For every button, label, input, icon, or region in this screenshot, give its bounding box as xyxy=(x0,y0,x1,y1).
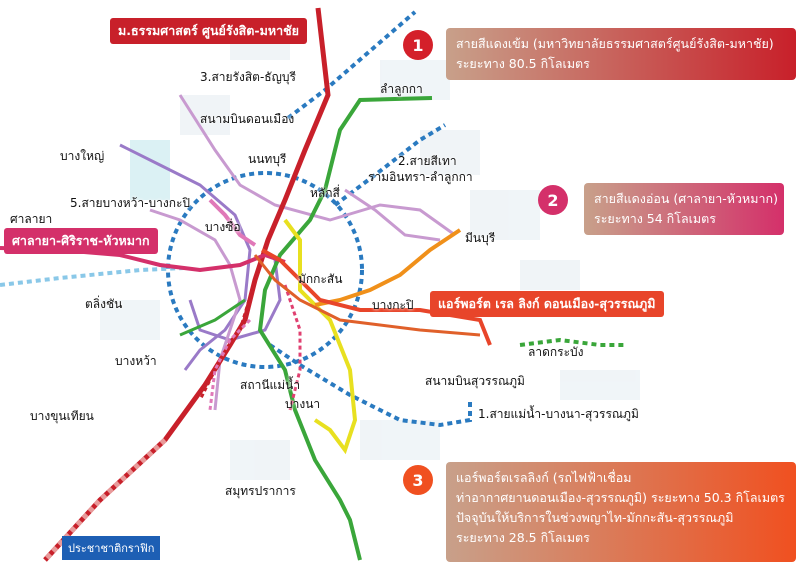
info-box-3: แอร์พอร์ตเรลลิงก์ (รถไฟฟ้าเชื่อม ท่าอากา… xyxy=(446,462,796,562)
info-3-line-3: ปัจจุบันให้บริการในช่วงพญาไท-มักกะสัน-สุ… xyxy=(456,510,734,525)
red-light-line-tag: ศาลายา-ศิริราช-หัวหมาก xyxy=(4,228,158,254)
label-maenam: สถานีแม่น้ำ xyxy=(240,378,301,392)
lilac-line xyxy=(149,208,242,411)
label-grey-line-1: 2.สายสีเทา xyxy=(398,154,457,168)
label-laksi: หลักสี่ xyxy=(310,186,340,200)
pink-dashed-east xyxy=(283,284,302,411)
label-talingchan: ตลิ่งชัน xyxy=(85,297,123,311)
info-box-2: สายสีแดงอ่อน (ศาลายา-หัวหมาก) ระยะทาง 54… xyxy=(584,183,784,235)
label-makkasan: มักกะสัน xyxy=(298,272,343,286)
info-1-line-2: ระยะทาง 80.5 กิโลเมตร xyxy=(456,56,590,71)
orange-link xyxy=(253,254,481,337)
yellow-line xyxy=(283,218,358,455)
info-3-line-2: ท่าอากาศยานดอนเมือง-สุวรรณภูมิ) ระยะทาง … xyxy=(456,490,785,505)
green-dashed xyxy=(519,337,625,347)
circle-line xyxy=(166,171,364,369)
badge-2: 2 xyxy=(538,185,568,215)
purple-line xyxy=(119,143,252,371)
info-1-line-1: สายสีแดงเข้ม (มหาวิทยาลัยธรรมศาสตร์ศูนย์… xyxy=(456,36,774,51)
orange-line xyxy=(314,228,462,307)
label-bangwa-bangkapi: 5.สายบางหว้า-บางกะปิ xyxy=(70,196,191,210)
label-bangwa: บางหว้า xyxy=(115,354,157,368)
label-bangkapi: บางกะปิ xyxy=(372,298,414,312)
label-rangsit: 3.สายรังสิต-ธัญบุรี xyxy=(200,70,296,84)
label-grey-line-2: รามอินทรา-ลำลูกกา xyxy=(368,170,473,184)
label-maenam-line: 1.สายแม่น้ำ-บางนา-สุวรรณภูมิ xyxy=(478,407,639,421)
red-dark-line xyxy=(43,7,331,562)
red-dark-dashed xyxy=(43,438,167,562)
lilac-line-north xyxy=(178,94,456,237)
info-3-line-4: ระยะทาง 28.5 กิโลเมตร xyxy=(456,530,590,545)
info-2-line-2: ระยะทาง 54 กิโลเมตร xyxy=(594,211,716,226)
label-lamlukka: ลำลูกกา xyxy=(380,82,423,96)
badge-3: 3 xyxy=(403,465,433,495)
blue-dashed-west xyxy=(0,266,186,287)
info-box-1: สายสีแดงเข้ม (มหาวิทยาลัยธรรมศาสตร์ศูนย์… xyxy=(446,28,796,80)
airport-line-tag: แอร์พอร์ต เรล ลิงก์ ดอนเมือง-สุวรรณภูมิ xyxy=(430,291,664,317)
green-line xyxy=(257,96,433,561)
city-background xyxy=(100,20,640,480)
info-3-line-1: แอร์พอร์ตเรลลิงก์ (รถไฟฟ้าเชื่อม xyxy=(456,470,632,485)
label-samutprakan: สมุทรปราการ xyxy=(225,484,296,498)
blue-dashed-grey-line xyxy=(333,123,447,207)
green-line-west xyxy=(179,298,246,337)
label-nonthaburi: นนทบุรี xyxy=(248,152,287,166)
label-donmueang: สนามบินดอนเมือง xyxy=(200,112,295,126)
red-dashed-center xyxy=(198,279,257,401)
info-2-line-1: สายสีแดงอ่อน (ศาลายา-หัวหมาก) xyxy=(594,191,778,206)
label-salaya: ศาลายา xyxy=(10,212,53,226)
red-dark-line-tag: ม.ธรรมศาสตร์ ศูนย์รังสิต-มหาชัย xyxy=(110,18,307,44)
pink-dashed xyxy=(208,318,252,411)
airport-link-line xyxy=(261,248,492,346)
label-bangna: บางนา xyxy=(285,397,321,411)
label-latkrabang: ลาดกระบัง xyxy=(528,345,584,359)
label-bangsue: บางซื่อ xyxy=(205,220,241,234)
label-bangyai: บางใหญ่ xyxy=(60,149,105,163)
label-minburi: มีนบุรี xyxy=(465,231,496,245)
label-bangkhunthian: บางขุนเทียน xyxy=(30,409,94,423)
credit-badge: ประชาชาติกราฟิก xyxy=(62,536,161,560)
purple-line-2 xyxy=(188,259,282,342)
lilac-line-east xyxy=(344,188,441,242)
label-suvarnabhumi: สนามบินสุวรรณภูมิ xyxy=(425,374,525,388)
blue-dashed-maenam xyxy=(268,343,472,428)
pink-line xyxy=(208,198,257,247)
badge-1: 1 xyxy=(403,30,433,60)
